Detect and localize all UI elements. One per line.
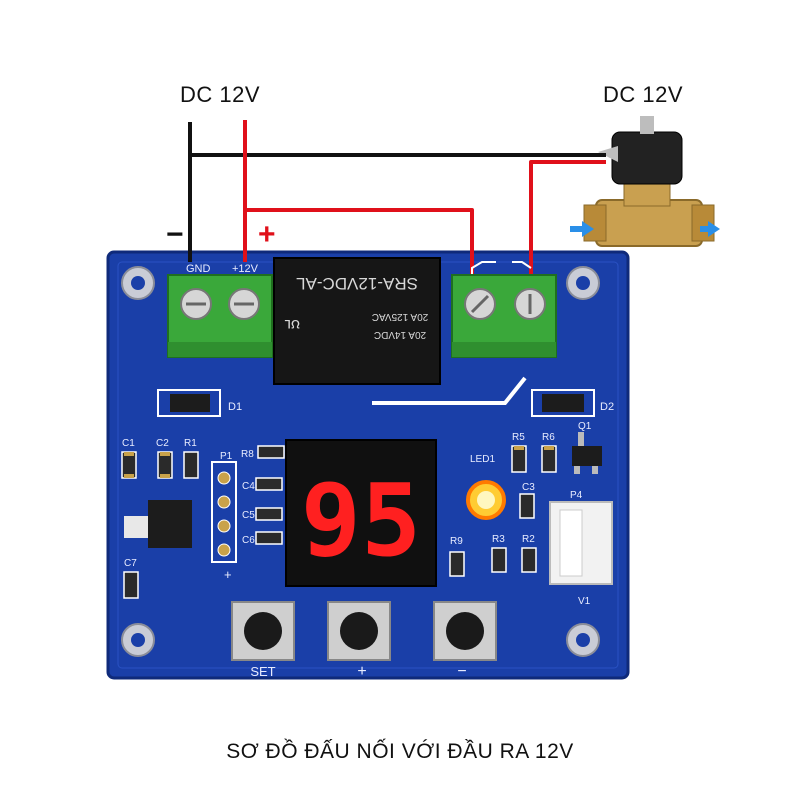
minus-symbol: − xyxy=(166,218,184,251)
relay: SRA-12VDC-AL 20A 125VAC 20A 14VDC ʊʟ xyxy=(273,257,441,385)
label-c5: C5 xyxy=(242,510,255,521)
label-p1: P1 xyxy=(220,451,233,462)
diode-d2 xyxy=(531,389,595,417)
transistor-q1 xyxy=(572,432,602,474)
wires xyxy=(188,120,606,274)
power-input-label: DC 12V xyxy=(180,82,261,107)
label-r3: R3 xyxy=(492,534,505,545)
label-v1: V1 xyxy=(578,596,591,607)
label-r2: R2 xyxy=(522,534,535,545)
header-p1 xyxy=(211,461,237,563)
label-c7: C7 xyxy=(124,558,137,569)
relay-rating-1: 20A 125VAC xyxy=(372,311,429,322)
button-minus[interactable] xyxy=(433,601,497,661)
minus-label: − xyxy=(457,663,466,680)
label-c6: C6 xyxy=(242,535,255,546)
label-r9: R9 xyxy=(450,536,463,547)
caption: SƠ ĐỒ ĐẤU NỐI VỚI ĐẦU RA 12V xyxy=(226,740,574,763)
d2-label: D2 xyxy=(600,401,614,413)
wire-relay-to-valve xyxy=(529,160,606,274)
label-plus-sign: + xyxy=(224,567,232,582)
set-label: SET xyxy=(250,664,275,679)
power-terminal-block xyxy=(167,274,273,358)
smd-components xyxy=(121,445,557,599)
silkscreen-labels: C1 C2 R1 P1 R8 C4 C5 C6 C7 LED1 R5 R6 Q1… xyxy=(122,421,592,607)
label-c3: C3 xyxy=(522,482,535,493)
relay-model: SRA-12VDC-AL xyxy=(296,274,418,293)
label-r1: R1 xyxy=(184,438,197,449)
label-c4: C4 xyxy=(242,481,255,492)
relay-rating-2: 20A 14VDC xyxy=(374,329,426,340)
plus-label: + xyxy=(357,663,366,680)
display-value: 95 xyxy=(301,462,421,579)
v12-label: +12V xyxy=(232,263,259,275)
label-p4: P4 xyxy=(570,490,583,501)
solenoid-valve xyxy=(583,116,715,247)
label-c2: C2 xyxy=(156,438,169,449)
valve-power-label: DC 12V xyxy=(603,82,684,107)
d1-label: D1 xyxy=(228,401,242,413)
label-led1: LED1 xyxy=(470,454,495,465)
output-terminal-block xyxy=(451,274,557,358)
seven-segment-display xyxy=(285,439,437,587)
mounting-holes xyxy=(121,266,600,657)
button-plus[interactable] xyxy=(327,601,391,661)
plus-symbol: + xyxy=(258,218,276,251)
label-r5: R5 xyxy=(512,432,525,443)
wire-positive-to-relay xyxy=(245,208,474,274)
gnd-label: GND xyxy=(186,263,211,275)
connector-p4 xyxy=(549,501,613,585)
label-q1: Q1 xyxy=(578,421,592,432)
diode-d1 xyxy=(157,389,221,417)
voltage-regulator xyxy=(124,500,192,548)
label-c1: C1 xyxy=(122,438,135,449)
button-set[interactable] xyxy=(231,601,295,661)
flow-arrows xyxy=(570,221,720,237)
label-r6: R6 xyxy=(542,432,555,443)
label-r8: R8 xyxy=(241,449,254,460)
svg-text:ʊʟ: ʊʟ xyxy=(284,316,300,333)
led1 xyxy=(466,480,506,520)
